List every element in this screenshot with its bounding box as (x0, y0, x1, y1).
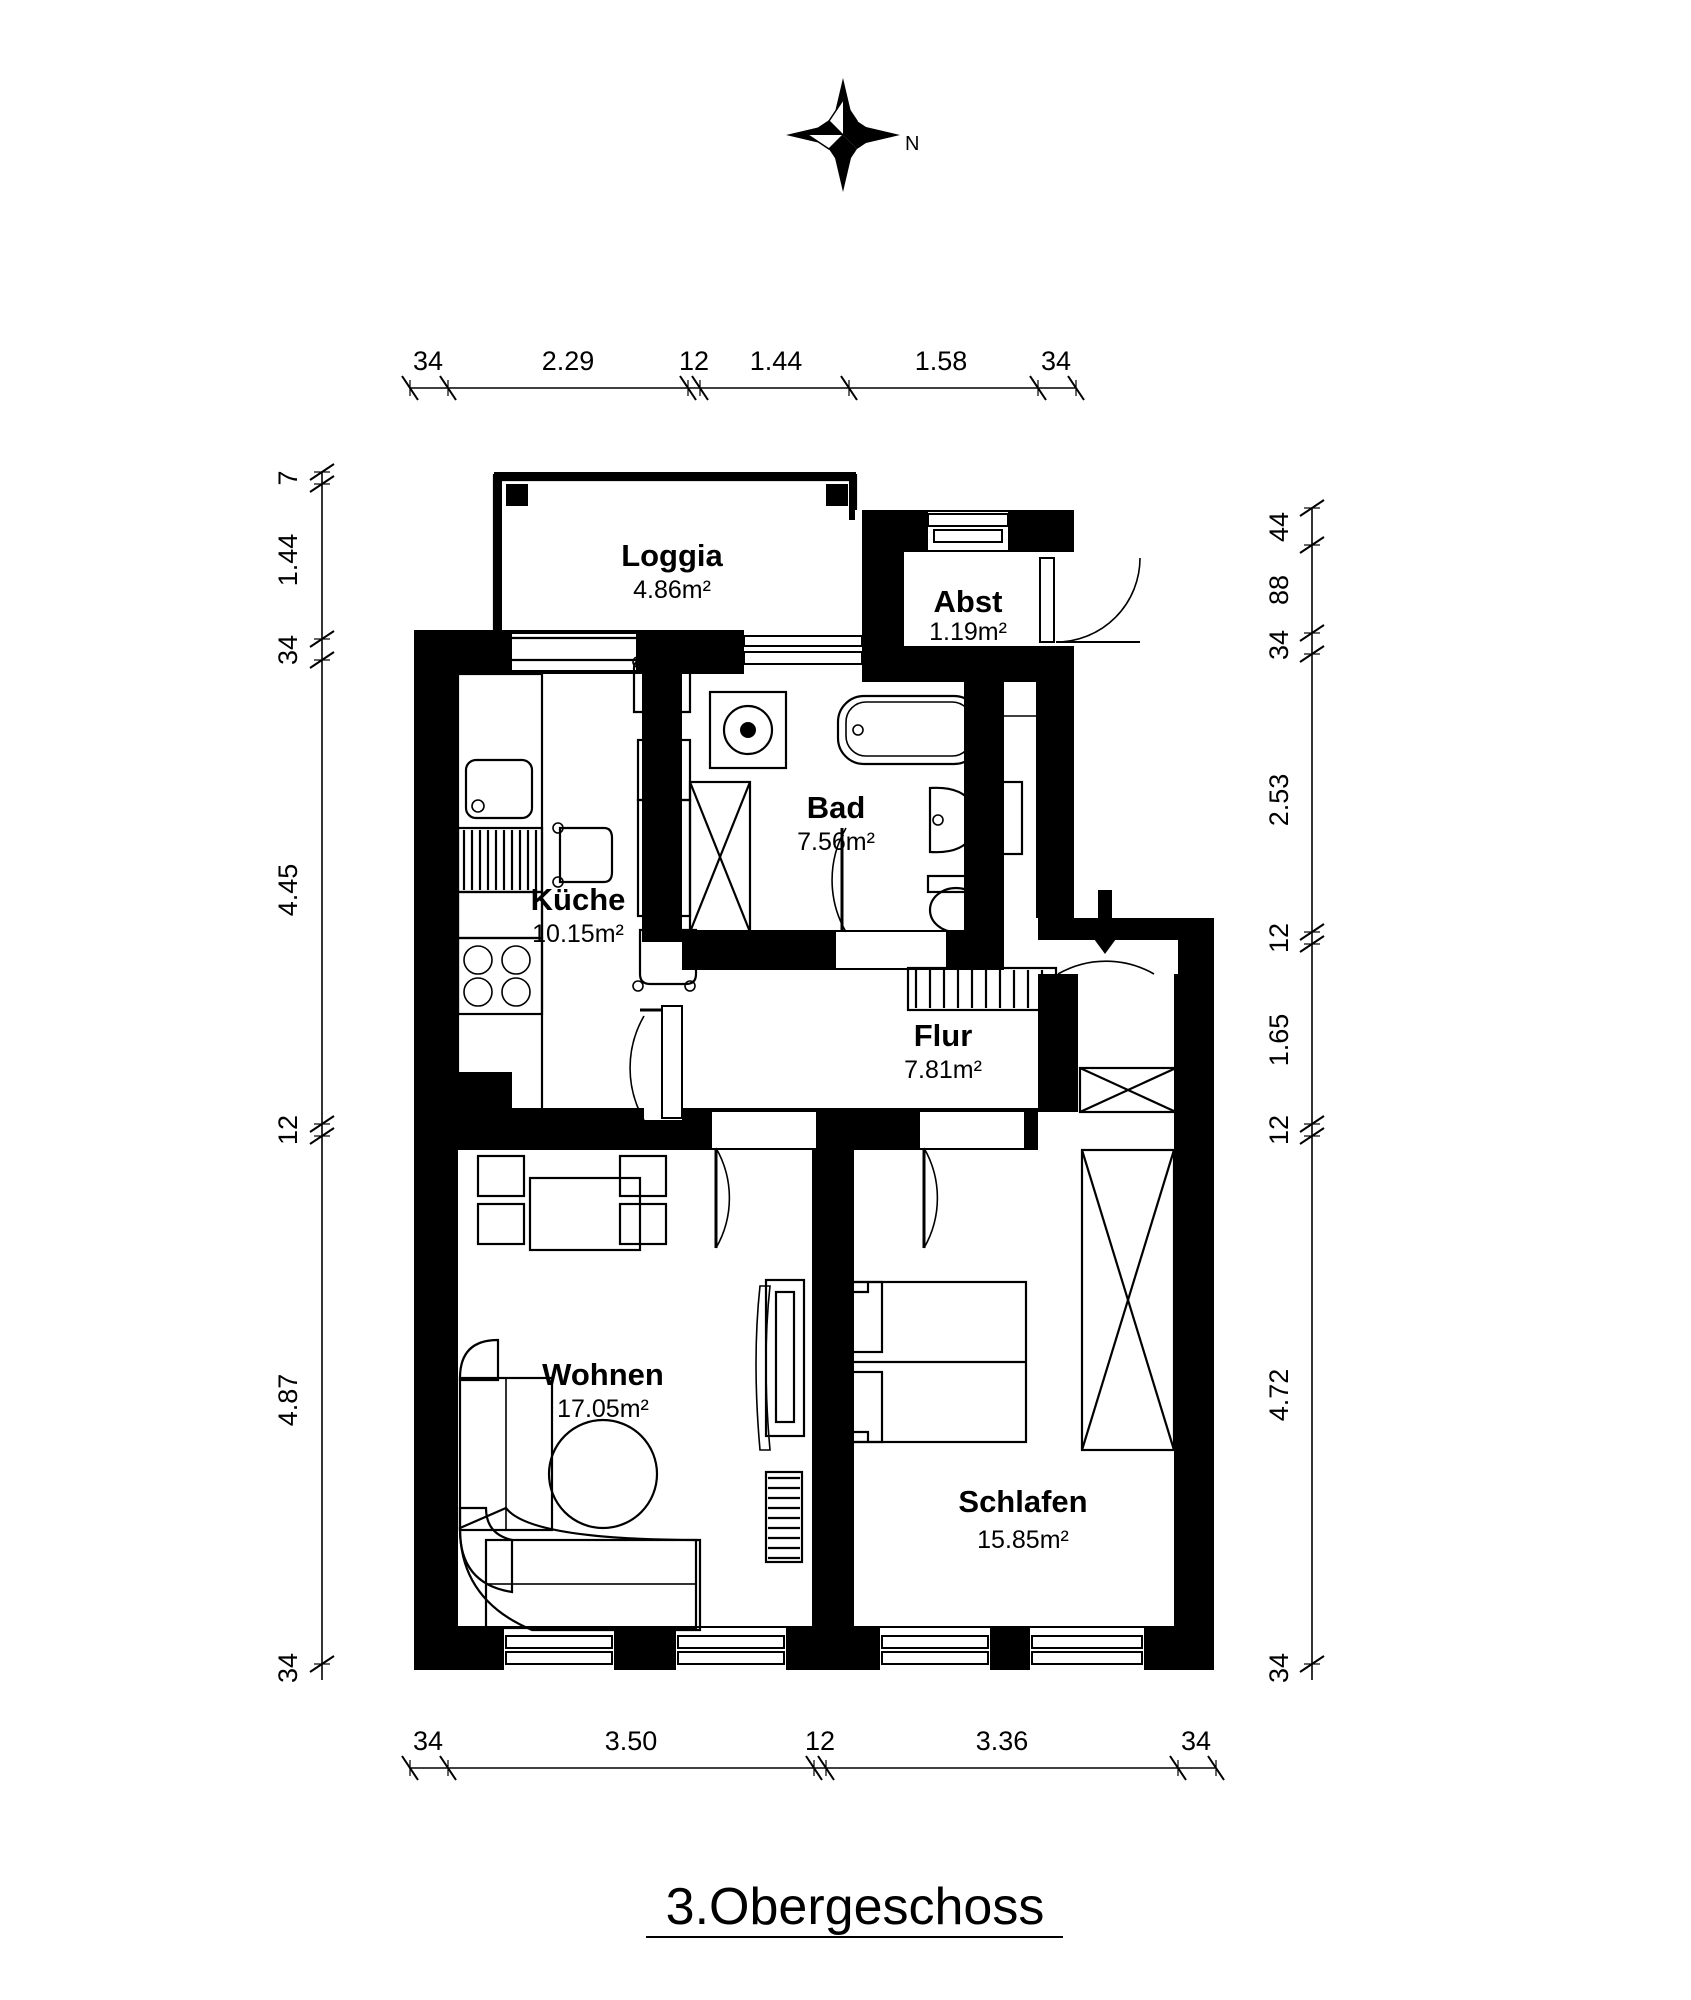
svg-text:10.15m²: 10.15m² (532, 920, 624, 948)
room-label-bad: Bad 7.56m² (797, 790, 875, 856)
entrance-arrow-icon (1086, 890, 1124, 954)
svg-text:17.05m²: 17.05m² (557, 1395, 649, 1423)
dim-bottom-0: 34 (413, 1726, 443, 1756)
svg-text:Flur: Flur (914, 1018, 973, 1053)
svg-text:Abst: Abst (934, 584, 1003, 619)
svg-text:7.81m²: 7.81m² (904, 1056, 982, 1084)
compass-rose-icon: N (786, 78, 919, 192)
room-loggia (492, 472, 858, 640)
dim-left-3: 4.45 (273, 864, 303, 917)
room-label-abst: Abst 1.19m² (929, 584, 1007, 646)
loggia-post-right (826, 484, 848, 506)
dimension-chain-left: 7 1.44 34 4.45 12 4.87 34 (273, 463, 335, 1683)
page-title: 3.Obergeschoss (666, 1878, 1045, 1936)
svg-text:Loggia: Loggia (621, 538, 723, 573)
room-label-schlafen: Schlafen 15.85m² (958, 1484, 1087, 1554)
kitchen-fixtures (456, 656, 698, 1112)
dim-left-5: 4.87 (273, 1374, 303, 1427)
dimension-chain-bottom: 34 3.50 12 3.36 34 (401, 1726, 1225, 1781)
svg-text:15.85m²: 15.85m² (977, 1526, 1069, 1554)
dim-left-4: 12 (273, 1115, 303, 1145)
dimension-chain-top: 34 2.29 12 1.44 1.58 34 (401, 346, 1085, 401)
dim-right-4: 12 (1264, 923, 1294, 953)
svg-text:Küche: Küche (531, 882, 626, 917)
dim-bottom-3: 3.36 (976, 1726, 1029, 1756)
loggia-post-left (506, 484, 528, 506)
room-label-loggia: Loggia 4.86m² (621, 538, 723, 604)
svg-text:Bad: Bad (807, 790, 866, 825)
dim-top-3: 1.44 (750, 346, 803, 376)
room-labels: Loggia 4.86m² Abst 1.19m² Küche 10.15m² … (531, 538, 1088, 1554)
dimension-chain-right: 44 88 34 2.53 12 1.65 12 4.72 34 (1264, 499, 1325, 1683)
dim-top-5: 34 (1041, 346, 1071, 376)
svg-text:7.56m²: 7.56m² (797, 828, 875, 856)
hallway-fixtures (906, 966, 1178, 1114)
dim-bottom-1: 3.50 (605, 1726, 658, 1756)
room-label-wohnen: Wohnen 17.05m² (542, 1357, 664, 1423)
dim-bottom-2: 12 (805, 1726, 835, 1756)
dim-right-5: 1.65 (1264, 1014, 1294, 1067)
compass-north-label: N (905, 133, 919, 155)
dim-top-0: 34 (413, 346, 443, 376)
dim-left-0: 7 (273, 470, 303, 485)
svg-text:Wohnen: Wohnen (542, 1357, 664, 1392)
bedroom-furniture (820, 1148, 1176, 1452)
plan-title-group: 3.Obergeschoss (646, 1878, 1063, 1938)
svg-text:Schlafen: Schlafen (958, 1484, 1087, 1519)
dim-right-7: 4.72 (1264, 1369, 1294, 1422)
dim-bottom-4: 34 (1181, 1726, 1211, 1756)
dim-top-1: 2.29 (542, 346, 595, 376)
bathroom-fixtures (688, 689, 1036, 934)
dim-right-2: 34 (1264, 630, 1294, 660)
windows-and-doors (504, 512, 1178, 1670)
dim-top-2: 12 (679, 346, 709, 376)
svg-text:4.86m²: 4.86m² (633, 576, 711, 604)
dim-left-2: 34 (273, 635, 303, 665)
dim-right-6: 12 (1264, 1115, 1294, 1145)
dim-left-1: 1.44 (273, 534, 303, 587)
living-room-furniture (458, 1154, 806, 1632)
dim-right-3: 2.53 (1264, 774, 1294, 827)
room-label-kueche: Küche 10.15m² (531, 882, 626, 948)
dim-right-1: 88 (1264, 575, 1294, 605)
dim-right-0: 44 (1264, 512, 1294, 542)
dim-right-8: 34 (1264, 1653, 1294, 1683)
dim-top-4: 1.58 (915, 346, 968, 376)
svg-text:1.19m²: 1.19m² (929, 618, 1007, 646)
room-label-flur: Flur 7.81m² (904, 1018, 982, 1084)
dim-left-6: 34 (273, 1653, 303, 1683)
